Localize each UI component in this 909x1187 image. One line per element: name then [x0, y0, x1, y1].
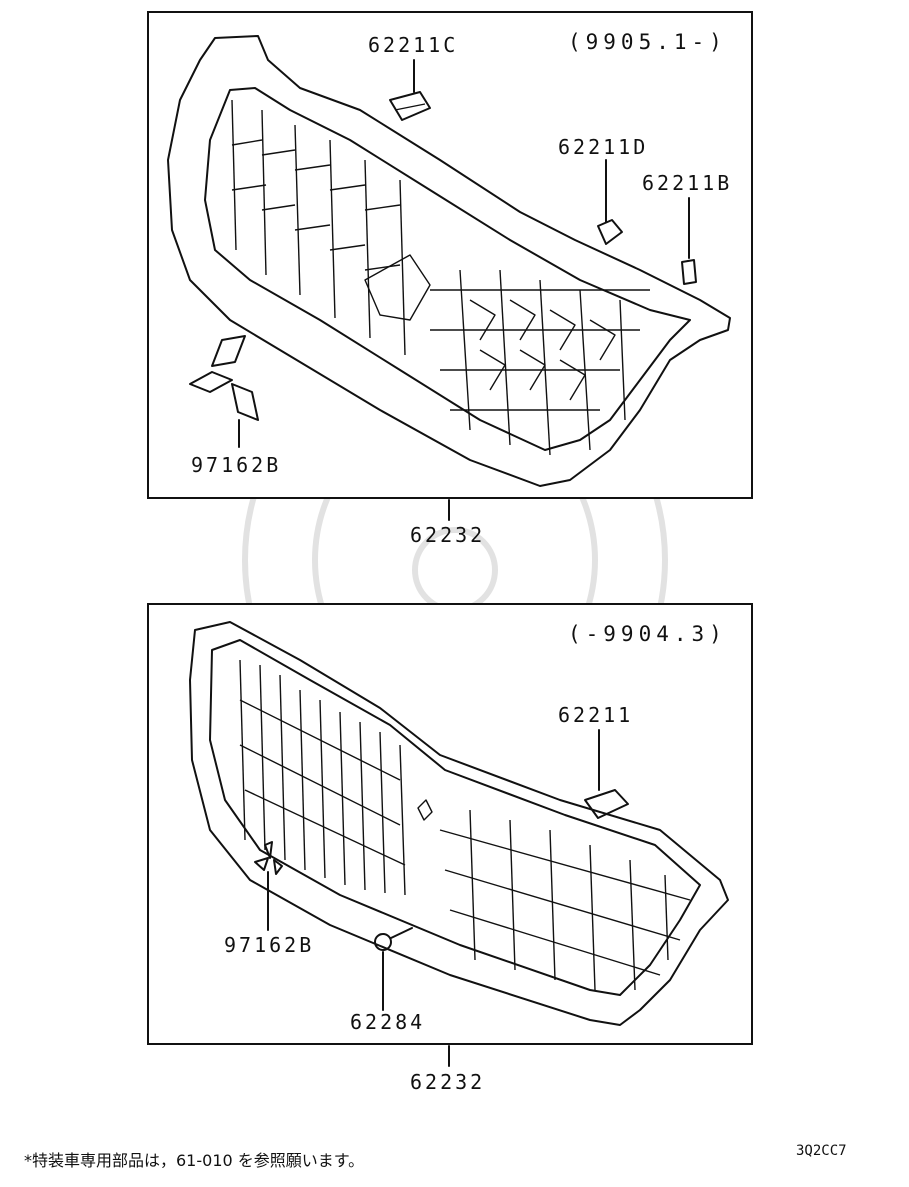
- bottom-diagram-frame: [147, 603, 753, 1045]
- bottom-range-label: (-9904.3): [568, 622, 727, 646]
- callout-62211B: 62211B: [642, 171, 733, 195]
- callout-97162B-bottom: 97162B: [224, 933, 315, 957]
- assembly-62232-bottom: 62232: [410, 1070, 486, 1094]
- callout-62211: 62211: [558, 703, 634, 727]
- callout-97162B-top: 97162B: [191, 453, 282, 477]
- callout-62284: 62284: [350, 1010, 426, 1034]
- callout-62211C: 62211C: [368, 33, 459, 57]
- callout-62211D: 62211D: [558, 135, 649, 159]
- footer-note: *特装車専用部品は，61-010 を参照願います。: [24, 1151, 365, 1170]
- assembly-62232-top: 62232: [410, 523, 486, 547]
- top-diagram-frame: [147, 11, 753, 499]
- figure-code: 3Q2CC7: [796, 1143, 847, 1159]
- top-range-label: (9905.1-): [568, 30, 727, 54]
